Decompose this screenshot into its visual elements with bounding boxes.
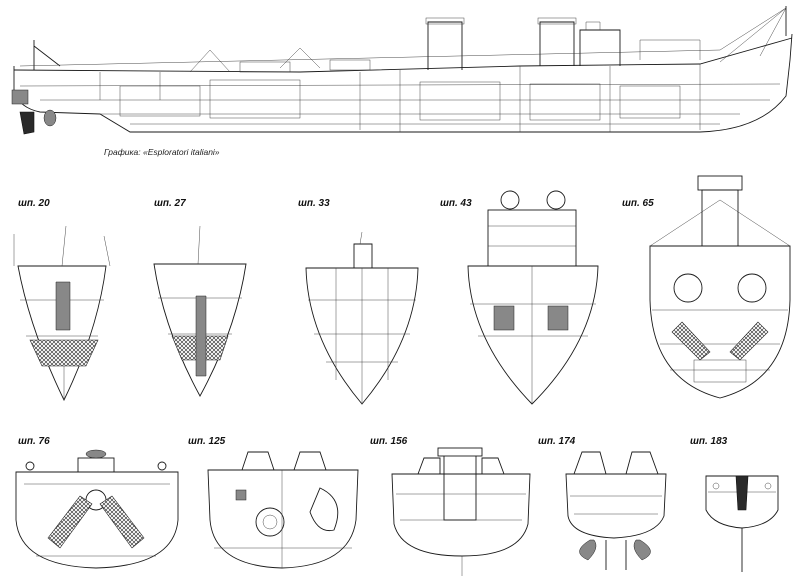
section-frame-27 [153, 225, 247, 397]
section-frame-156 [391, 447, 531, 576]
longitudinal-profile [11, 6, 793, 135]
section-frame-76 [15, 449, 179, 569]
section-frame-183 [705, 475, 779, 572]
frame-label-156: шп. 156 [370, 436, 408, 447]
section-frame-65 [649, 175, 791, 399]
section-frame-174 [565, 451, 667, 570]
frame-label-43: шп. 43 [440, 198, 472, 209]
frame-label-65: шп. 65 [622, 198, 654, 209]
frame-label-174: шп. 174 [538, 436, 576, 447]
section-frame-43 [467, 190, 599, 405]
frame-label-20: шп. 20 [18, 198, 50, 209]
section-frame-20 [13, 225, 111, 402]
frame-label-27: шп. 27 [154, 198, 186, 209]
section-frame-125 [207, 451, 359, 569]
frame-label-125: шп. 125 [188, 436, 226, 447]
drawing-caption: Графика: «Esploratori italiani» [104, 147, 220, 157]
frame-label-183: шп. 183 [690, 436, 728, 447]
frame-label-33: шп. 33 [298, 198, 330, 209]
frame-label-76: шп. 76 [18, 436, 50, 447]
section-frame-33 [305, 231, 419, 405]
